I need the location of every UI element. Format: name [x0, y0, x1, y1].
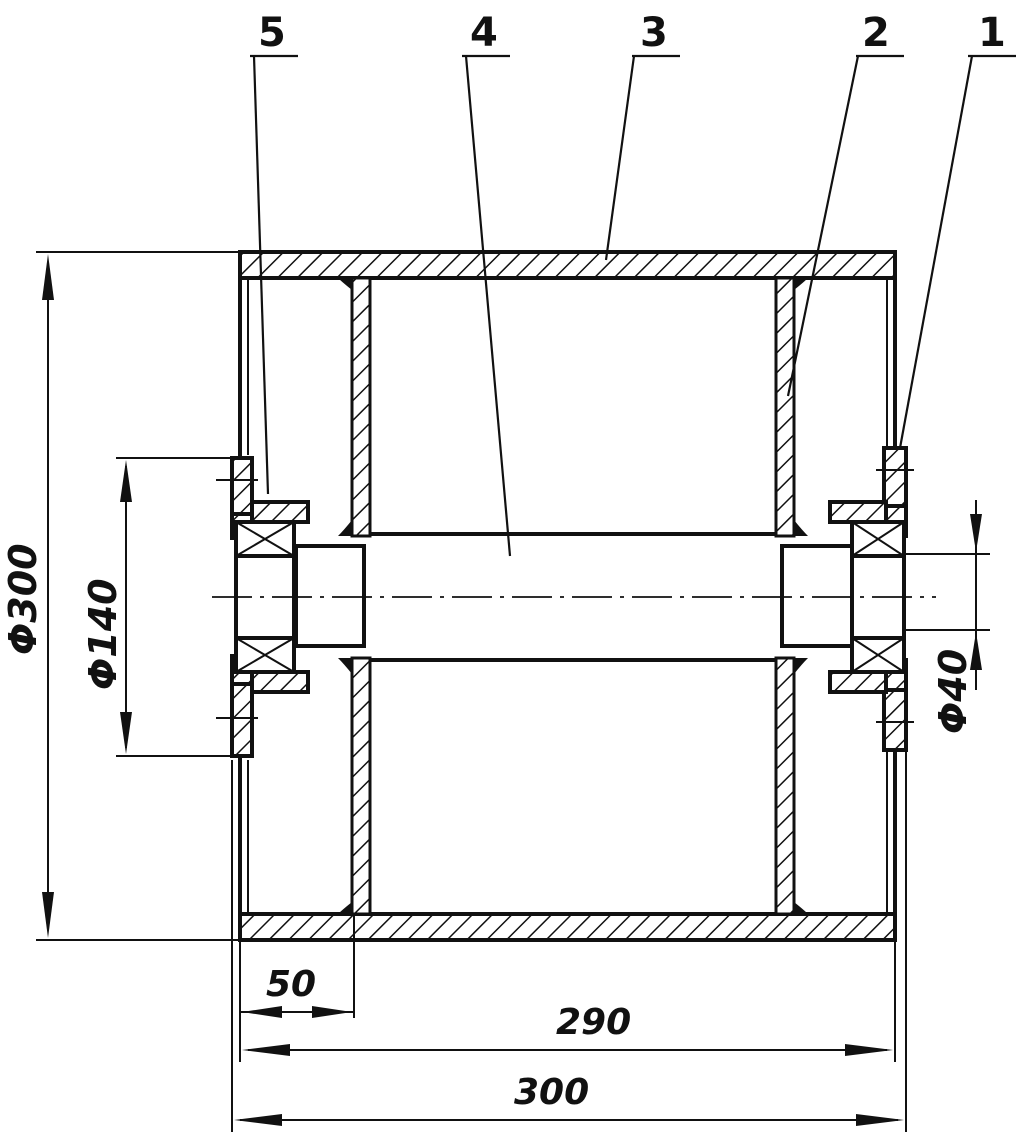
dimension-outer-diameter	[36, 251, 240, 941]
leader-part-2	[786, 54, 904, 397]
dimension-offset	[240, 914, 355, 1018]
drum-shell	[238, 250, 897, 942]
dimension-overall-length	[231, 750, 907, 1132]
bearing-housing-left	[216, 456, 310, 758]
leader-part-4	[462, 54, 512, 557]
part-label-2: 2	[862, 10, 890, 56]
flange-diameter-label: Φ140	[81, 578, 125, 690]
shaft-diameter-label: Φ40	[931, 649, 975, 734]
leader-part-1	[898, 54, 1016, 449]
dimension-flange-diameter	[116, 457, 232, 757]
dimension-shaft-diameter	[906, 500, 990, 690]
part-label-5: 5	[258, 10, 286, 56]
part-label-4: 4	[470, 10, 498, 56]
dimension-inner-length	[239, 940, 896, 1062]
part-label-1: 1	[978, 10, 1006, 56]
shaft-tube	[294, 532, 854, 662]
inner-disc-right	[774, 276, 808, 916]
leader-part-5	[250, 54, 298, 495]
part-label-3: 3	[640, 10, 668, 56]
overall-length-label: 300	[514, 1072, 589, 1113]
inner-disc-left	[338, 276, 372, 916]
inner-length-label: 290	[556, 1002, 631, 1043]
offset-label: 50	[266, 964, 316, 1005]
outer-diameter-label: Φ300	[1, 543, 45, 655]
leader-part-3	[604, 54, 680, 261]
